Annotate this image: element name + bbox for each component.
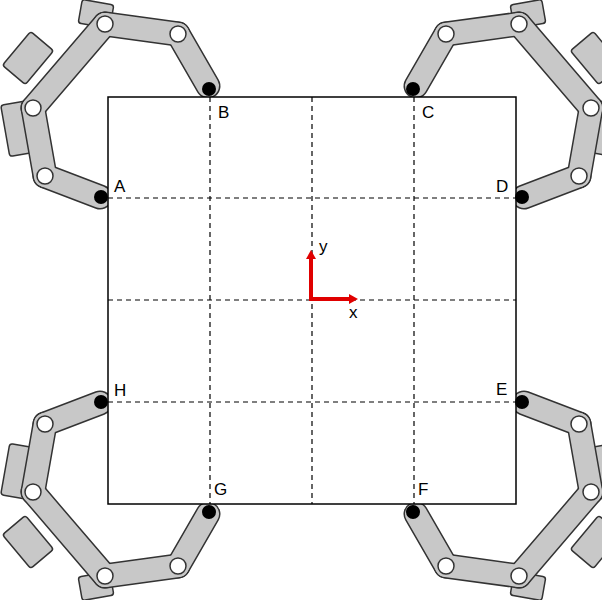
contact-label: D: [496, 178, 508, 196]
contact-label: B: [218, 104, 229, 122]
contact-points: [94, 82, 529, 519]
axis-label: y: [319, 238, 328, 256]
contact-label: C: [422, 104, 434, 122]
grid-lines: [108, 97, 516, 504]
contact-label: H: [114, 382, 126, 400]
coordinate-axes: [306, 250, 358, 304]
contact-label: E: [496, 381, 507, 399]
contact-label: A: [114, 178, 125, 196]
contact-label: F: [418, 481, 428, 499]
object-square: [108, 97, 516, 504]
contact-label: G: [214, 481, 227, 499]
axis-label: x: [349, 304, 358, 322]
